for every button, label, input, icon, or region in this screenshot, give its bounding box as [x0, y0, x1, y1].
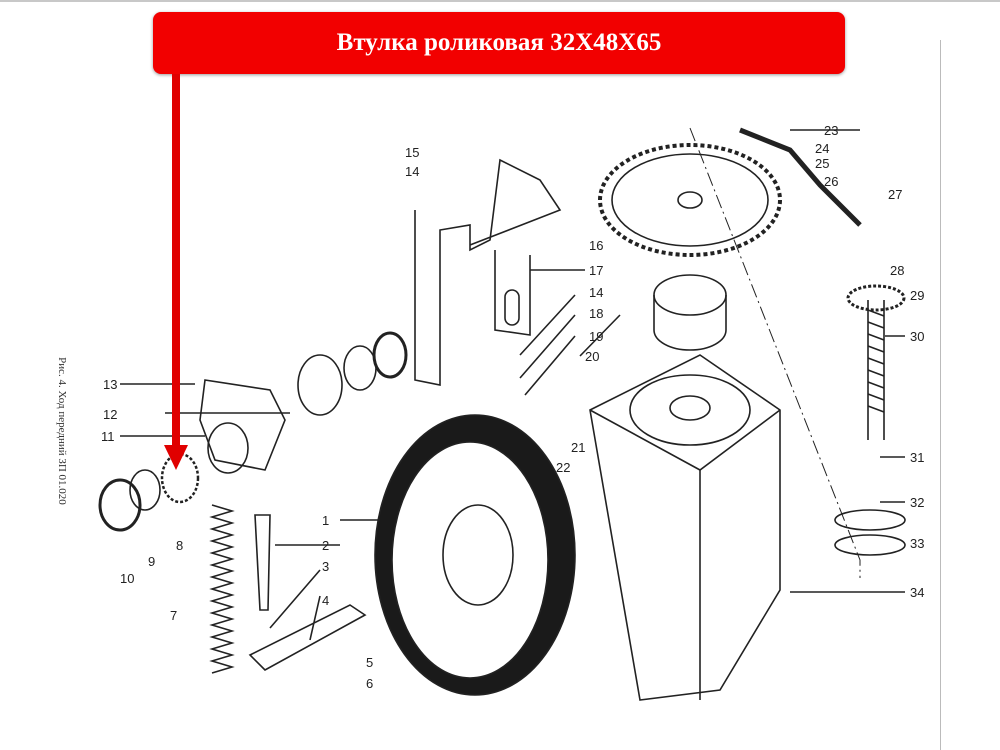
bracket-slot	[504, 289, 520, 326]
leader-lines	[120, 129, 905, 641]
plate-32	[834, 509, 906, 531]
callout-3: 3	[322, 559, 329, 574]
gear-hole	[677, 191, 703, 209]
wheel-rim	[391, 441, 549, 679]
screw-thread	[867, 309, 885, 413]
callout-7: 7	[170, 608, 177, 623]
diagram-parts	[98, 127, 906, 701]
drum-side	[653, 295, 727, 351]
washer	[343, 345, 377, 391]
callout-25: 25	[815, 156, 829, 171]
callout-23: 23	[824, 123, 838, 138]
handle	[739, 127, 862, 227]
dashed-axis	[689, 127, 861, 578]
seal	[372, 331, 408, 379]
callout-16: 16	[589, 238, 603, 253]
callout-1: 1	[322, 513, 329, 528]
column-top-hole	[669, 395, 711, 421]
roller-bearing	[297, 354, 343, 416]
column-body	[589, 354, 781, 701]
column-top-plate	[629, 374, 751, 446]
ring-10	[98, 478, 142, 532]
washer-9	[129, 469, 161, 511]
callout-24: 24	[815, 141, 829, 156]
callout-13: 13	[103, 377, 117, 392]
gear-body	[611, 153, 769, 247]
plate-33	[834, 534, 906, 556]
pin	[254, 514, 271, 611]
roller-bushing-8	[160, 452, 200, 504]
callout-26: 26	[824, 174, 838, 189]
callout-34: 34	[910, 585, 924, 600]
callout-15: 15	[405, 145, 419, 160]
page-right-border	[940, 40, 941, 750]
callout-27: 27	[888, 187, 902, 202]
callout-31: 31	[910, 450, 924, 465]
star-gear	[846, 284, 906, 312]
plate	[248, 604, 367, 671]
callout-18: 18	[589, 306, 603, 321]
callout-30: 30	[910, 329, 924, 344]
callout-17: 17	[589, 263, 603, 278]
page-top-border	[0, 0, 1000, 2]
hub-bore	[207, 422, 249, 474]
callout-10: 10	[120, 571, 134, 586]
callout-28: 28	[890, 263, 904, 278]
drum-top	[653, 274, 727, 316]
highlight-arrow	[164, 74, 188, 470]
callout-2: 2	[322, 538, 329, 553]
wheel-hub	[442, 504, 514, 606]
hub-flange	[199, 379, 286, 471]
callout-9: 9	[148, 554, 155, 569]
gear-teeth	[598, 143, 782, 257]
part-title-banner: Втулка роликовая 32X48X65	[153, 12, 845, 74]
callout-21: 21	[571, 440, 585, 455]
bracket	[414, 158, 562, 386]
callout-14a: 14	[405, 164, 419, 179]
callout-11: 11	[101, 429, 115, 444]
callout-6: 6	[366, 676, 373, 691]
screw-shaft	[867, 300, 885, 440]
callout-20: 20	[585, 349, 599, 364]
callout-14b: 14	[589, 285, 603, 300]
callout-4: 4	[322, 593, 329, 608]
bracket-leg	[494, 250, 531, 336]
part-title: Втулка роликовая 32X48X65	[336, 29, 662, 56]
callout-29: 29	[910, 288, 924, 303]
callout-5: 5	[366, 655, 373, 670]
callout-33: 33	[910, 536, 924, 551]
callout-labels: 1 2 3 4 5 6 7 8 9 10 11 12 13 14 15 16 1…	[101, 123, 924, 691]
callout-19: 19	[589, 329, 603, 344]
callout-22: 22	[556, 460, 570, 475]
callout-32: 32	[910, 495, 924, 510]
callout-12: 12	[103, 407, 117, 422]
callout-8: 8	[176, 538, 183, 553]
spring	[209, 504, 235, 674]
